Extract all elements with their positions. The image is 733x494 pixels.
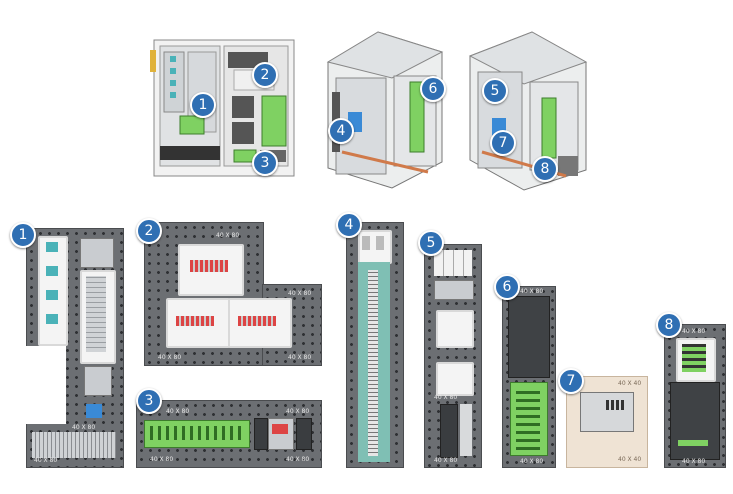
badge-1: 1	[10, 222, 36, 248]
mounting-plate-4	[346, 222, 404, 468]
scale-label: 40 X 80	[34, 457, 58, 464]
badge-7-overview: 7	[490, 130, 516, 156]
mounting-plate-7: 40 X 40 40 X 40	[566, 376, 648, 468]
badge-1-overview: 1	[190, 92, 216, 118]
scale-label: 40 X 80	[286, 456, 310, 463]
scale-label: 40 X 80	[520, 288, 544, 295]
scale-label: 40 X 40	[618, 380, 642, 387]
badge-6: 6	[494, 274, 520, 300]
badge-8-overview: 8	[532, 156, 558, 182]
mounting-plate-1: 40 X 80 40 X 80	[26, 228, 124, 468]
mounting-plate-3: 40 X 80 40 X 80 40 X 80 40 X 80	[136, 400, 322, 468]
scale-label: 40 X 80	[166, 408, 190, 415]
badge-8: 8	[656, 312, 682, 338]
scale-label: 40 X 80	[520, 458, 544, 465]
badge-2: 2	[136, 218, 162, 244]
cabinet-iso-view-left-icon	[318, 22, 450, 190]
badge-7: 7	[558, 368, 584, 394]
scale-label: 40 X 80	[434, 394, 458, 401]
badge-5-overview: 5	[482, 78, 508, 104]
scale-label: 40 X 80	[682, 458, 706, 465]
scale-label: 40 X 80	[434, 457, 458, 464]
scale-label: 40 X 40	[618, 456, 642, 463]
mounting-plate-2: 40 X 80 40 X 80 40 X 80 40 X 80	[144, 222, 322, 366]
scale-label: 40 X 80	[288, 354, 312, 361]
scale-label: 40 X 80	[150, 456, 174, 463]
scale-label: 40 X 80	[158, 354, 182, 361]
mounting-plate-5: 40 X 80 40 X 80	[424, 244, 482, 468]
scale-label: 40 X 80	[682, 328, 706, 335]
badge-4: 4	[336, 212, 362, 238]
cabinet-iso-view-right-icon	[462, 22, 594, 192]
badge-6-overview: 6	[420, 76, 446, 102]
mounting-plate-8: 40 X 80 40 X 80	[664, 324, 726, 468]
scale-label: 40 X 80	[288, 290, 312, 297]
scale-label: 40 X 80	[72, 424, 96, 431]
mounting-plate-6: 40 X 80 40 X 80	[502, 286, 556, 468]
scale-label: 40 X 80	[286, 408, 310, 415]
badge-3-overview: 3	[252, 150, 278, 176]
badge-4-overview: 4	[328, 118, 354, 144]
scale-label: 40 X 80	[216, 232, 240, 239]
badge-5: 5	[418, 230, 444, 256]
badge-2-overview: 2	[252, 62, 278, 88]
badge-3: 3	[136, 388, 162, 414]
